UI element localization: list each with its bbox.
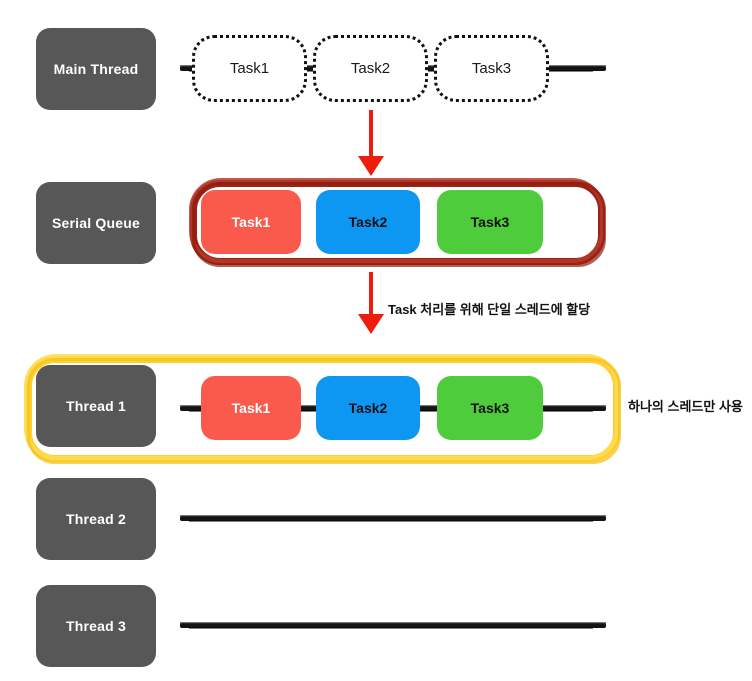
arrow-main-to-queue xyxy=(358,110,384,176)
lane-label-thread-3: Thread 3 xyxy=(36,585,156,667)
serial-queue-task-1: Task1 xyxy=(201,190,301,254)
thread1-task-1: Task1 xyxy=(201,376,301,440)
thread1-group-outline-stroke-2 xyxy=(24,354,619,460)
serial-queue-outline xyxy=(189,178,606,267)
arrow-queue-to-thread xyxy=(358,272,384,334)
lane-label-thread-3-text: Thread 3 xyxy=(66,618,126,634)
thread-2-timeline xyxy=(180,515,606,522)
lane-label-main-thread-text: Main Thread xyxy=(53,61,139,77)
main-thread-task-2-label: Task2 xyxy=(350,60,391,77)
lane-label-thread-1: Thread 1 xyxy=(36,365,156,447)
lane-label-serial-queue: Serial Queue xyxy=(36,182,156,264)
main-thread-task-3: Task3 xyxy=(434,35,549,102)
main-thread-task-1-label: Task1 xyxy=(229,60,270,77)
arrow-queue-to-thread-head xyxy=(358,314,384,334)
thread1-group-outline-stroke-3 xyxy=(27,358,621,464)
serial-queue-task-2: Task2 xyxy=(316,190,420,254)
main-thread-task-2: Task2 xyxy=(313,35,428,102)
arrow-main-to-queue-head xyxy=(358,156,384,176)
serial-queue-task-3: Task3 xyxy=(437,190,543,254)
lane-label-thread-2-text: Thread 2 xyxy=(66,511,126,527)
serial-queue-task-1-label: Task1 xyxy=(231,214,271,230)
serial-queue-outline-stroke-3 xyxy=(192,182,606,267)
serial-queue-outline-stroke-2 xyxy=(189,178,604,263)
thread1-task-1-label: Task1 xyxy=(231,400,271,416)
thread1-task-3-label: Task3 xyxy=(470,400,510,416)
main-thread-task-3-label: Task3 xyxy=(471,60,512,77)
lane-label-thread-1-text: Thread 1 xyxy=(66,398,126,414)
arrow-main-to-queue-shaft xyxy=(369,110,373,158)
main-thread-task-1: Task1 xyxy=(192,35,307,102)
serial-queue-task-3-label: Task3 xyxy=(470,214,510,230)
dispatch-note: Task 처리를 위해 단일 스레드에 할당 xyxy=(388,302,591,317)
thread-3-timeline xyxy=(180,622,606,629)
thread1-task-2: Task2 xyxy=(316,376,420,440)
thread1-task-2-label: Task2 xyxy=(348,400,388,416)
thread1-group-outline xyxy=(24,354,621,464)
lane-label-thread-2: Thread 2 xyxy=(36,478,156,560)
lane-label-serial-queue-text: Serial Queue xyxy=(52,215,140,231)
lane-label-main-thread: Main Thread xyxy=(36,28,156,110)
thread1-task-3: Task3 xyxy=(437,376,543,440)
serial-queue-task-2-label: Task2 xyxy=(348,214,388,230)
single-thread-note: 하나의 스레드만 사용 xyxy=(628,399,743,414)
arrow-queue-to-thread-shaft xyxy=(369,272,373,316)
